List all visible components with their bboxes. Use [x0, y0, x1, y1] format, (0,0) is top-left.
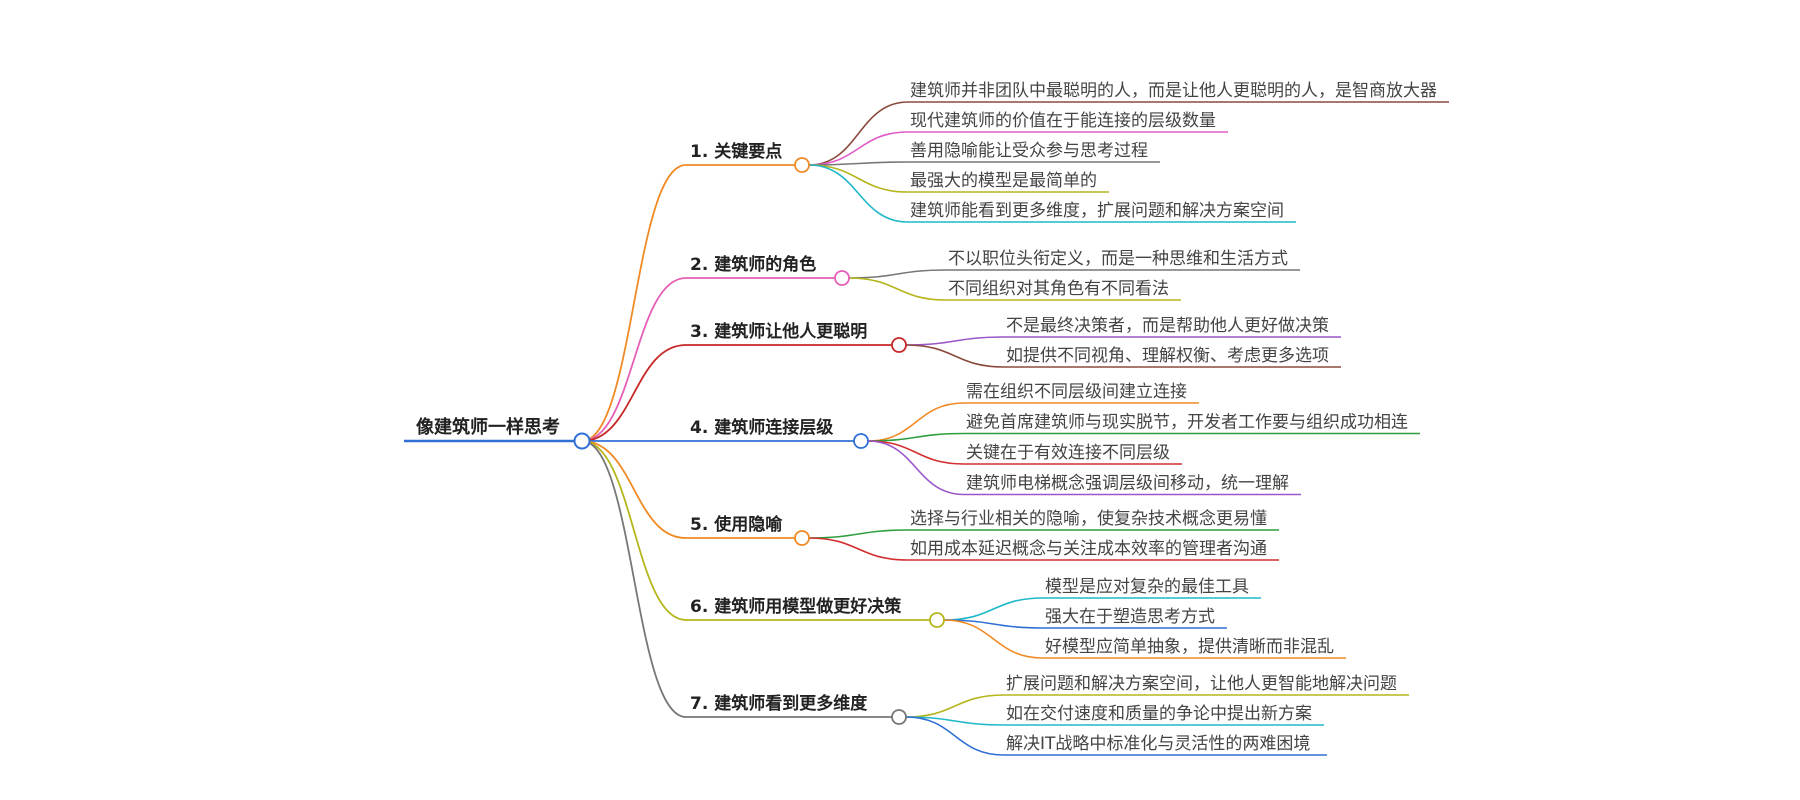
branch-topic[interactable]: 4. 建筑师连接层级 — [690, 417, 833, 438]
leaf-topic[interactable]: 避免首席建筑师与现实脱节，开发者工作要与组织成功相连 — [966, 413, 1408, 433]
leaf-connector — [905, 716, 1005, 726]
leaf-connector — [905, 336, 1005, 346]
leaf-connector — [848, 277, 947, 301]
leaf-connector — [808, 161, 909, 166]
leaf-topic[interactable]: 需在组织不同层级间建立连接 — [966, 382, 1187, 402]
leaf-topic[interactable]: 扩展问题和解决方案空间，让他人更智能地解决问题 — [1006, 674, 1397, 694]
branch-collapse-toggle[interactable] — [853, 433, 869, 449]
branch-connector — [581, 344, 687, 442]
leaf-topic[interactable]: 如在交付速度和质量的争论中提出新方案 — [1006, 704, 1312, 724]
connector-layer — [404, 101, 1449, 756]
branch-topic[interactable]: 3. 建筑师让他人更聪明 — [690, 321, 867, 342]
branch-connector — [581, 440, 687, 718]
leaf-topic[interactable]: 如提供不同视角、理解权衡、考虑更多选项 — [1006, 346, 1329, 366]
leaf-topic[interactable]: 解决IT战略中标准化与灵活性的两难困境 — [1006, 734, 1310, 754]
leaf-topic[interactable]: 不同组织对其角色有不同看法 — [948, 279, 1169, 299]
branch-connector — [581, 440, 687, 621]
branch-topic[interactable]: 5. 使用隐喻 — [690, 514, 783, 535]
leaf-connector — [808, 537, 909, 561]
leaf-connector — [808, 101, 909, 166]
leaf-topic[interactable]: 现代建筑师的价值在于能连接的层级数量 — [910, 111, 1216, 131]
branch-topic[interactable]: 1. 关键要点 — [690, 141, 782, 162]
branch-connector — [581, 440, 687, 539]
leaf-connector — [808, 529, 909, 539]
leaf-connector — [867, 440, 965, 496]
leaf-topic[interactable]: 不以职位头衔定义，而是一种思维和生活方式 — [948, 249, 1288, 269]
node-layer: 像建筑师一样思考 1. 关键要点 建筑师并非团队中最聪明的人，而是让他人更聪明的人，… — [416, 81, 1437, 754]
branch-collapse-toggle[interactable] — [794, 157, 810, 173]
leaf-topic[interactable]: 建筑师并非团队中最聪明的人，而是让他人更聪明的人，是智商放大器 — [910, 81, 1437, 101]
branch-topic[interactable]: 7. 建筑师看到更多维度 — [690, 693, 868, 714]
leaf-topic[interactable]: 善用隐喻能让受众参与思考过程 — [910, 141, 1148, 161]
root-collapse-toggle[interactable] — [573, 432, 591, 450]
leaf-connector — [943, 597, 1044, 621]
leaf-connector — [905, 344, 1005, 368]
leaf-topic[interactable]: 模型是应对复杂的最佳工具 — [1045, 577, 1249, 597]
branch-collapse-toggle[interactable] — [891, 337, 907, 353]
leaf-topic[interactable]: 不是最终决策者，而是帮助他人更好做决策 — [1006, 316, 1329, 336]
branch-connector — [581, 164, 687, 442]
leaf-topic[interactable]: 如用成本延迟概念与关注成本效率的管理者沟通 — [910, 538, 1267, 559]
branch-collapse-toggle[interactable] — [891, 709, 907, 725]
root-topic[interactable]: 像建筑师一样思考 — [416, 416, 560, 438]
branch-collapse-toggle[interactable] — [794, 530, 810, 546]
leaf-connector — [848, 269, 947, 279]
leaf-connector — [943, 619, 1044, 659]
leaf-connector — [867, 432, 965, 442]
branch-connector — [581, 277, 687, 442]
leaf-topic[interactable]: 强大在于塑造思考方式 — [1045, 607, 1215, 627]
leaf-topic[interactable]: 建筑师能看到更多维度，扩展问题和解决方案空间 — [910, 201, 1284, 221]
leaf-connector — [808, 164, 909, 193]
branch-collapse-toggle[interactable] — [929, 612, 945, 628]
branch-collapse-toggle[interactable] — [834, 270, 850, 286]
leaf-connector — [808, 164, 909, 223]
leaf-connector — [905, 694, 1005, 718]
leaf-connector — [867, 402, 965, 442]
leaf-topic[interactable]: 建筑师电梯概念强调层级间移动，统一理解 — [966, 473, 1289, 494]
leaf-connector — [905, 716, 1005, 756]
leaf-topic[interactable]: 好模型应简单抽象，提供清晰而非混乱 — [1045, 637, 1334, 657]
branch-topic[interactable]: 6. 建筑师用模型做更好决策 — [690, 596, 902, 617]
leaf-connector — [808, 131, 909, 166]
branch-topic[interactable]: 2. 建筑师的角色 — [690, 254, 816, 275]
leaf-topic[interactable]: 关键在于有效连接不同层级 — [966, 443, 1170, 463]
leaf-connector — [943, 619, 1044, 629]
leaf-topic[interactable]: 选择与行业相关的隐喻，使复杂技术概念更易懂 — [910, 508, 1267, 529]
leaf-connector — [867, 440, 965, 465]
leaf-topic[interactable]: 最强大的模型是最简单的 — [910, 171, 1097, 191]
